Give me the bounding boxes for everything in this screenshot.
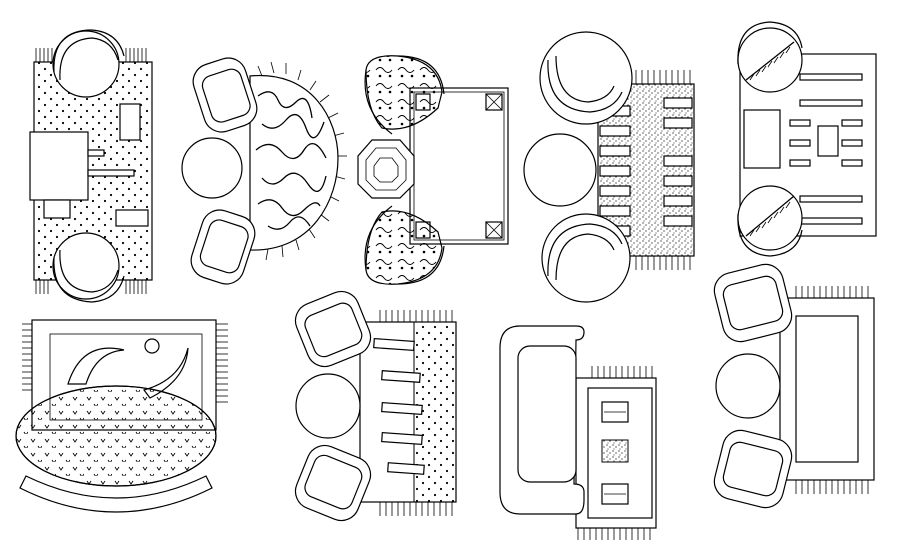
rug-fringe (379, 310, 453, 516)
framed-rug-outer (779, 297, 875, 481)
block-desk-two-chairs (29, 29, 153, 303)
block-three-seats-framed-rug (713, 263, 875, 509)
semicircle-rug (249, 74, 339, 251)
octagon-table (357, 139, 415, 199)
round-chair-bottom (541, 213, 631, 303)
block-three-seats-half-round-rug (181, 57, 347, 285)
block-two-chairs-striped-rug (737, 21, 877, 257)
round-stool (523, 133, 597, 207)
cable-bar (87, 149, 105, 157)
block-armchairs-octagon-table (357, 55, 509, 285)
rug-fringe (577, 366, 653, 540)
desk-chair-pad (43, 199, 71, 219)
coffee-table-items (601, 401, 629, 505)
round-chair-top (539, 31, 633, 125)
desk (29, 131, 89, 201)
block-three-seats-bar-rug (294, 290, 457, 522)
round-stool (295, 373, 361, 439)
oval-dotted-table (15, 385, 217, 487)
rug-fringe (22, 323, 228, 403)
armchair-top (713, 263, 793, 343)
block-oval-table-framed-rug (15, 319, 228, 513)
chair-bottom-stitched (737, 185, 803, 257)
framed-rug-inner (795, 315, 859, 463)
side-table (743, 109, 781, 169)
armchair-top-patterned (364, 55, 445, 135)
rug-fringe (35, 48, 147, 294)
rug-squiggle-pattern (255, 91, 327, 230)
cable-bar (87, 169, 135, 177)
armchair-bottom (294, 444, 372, 522)
block-sofa-coffee-table (499, 325, 657, 540)
rug-bar-pattern (789, 73, 863, 225)
round-stool (181, 137, 243, 199)
armchair-top (294, 290, 372, 368)
chair-top-stitched (737, 21, 803, 93)
coffee-table (587, 387, 653, 519)
rug-bars (373, 337, 425, 475)
sofa (499, 325, 585, 515)
rug-fringe-arc (257, 61, 347, 261)
oval-table-outline (15, 385, 217, 487)
chair-bottom (52, 232, 125, 303)
bench-seat (19, 475, 213, 513)
armchair-bottom (190, 209, 256, 285)
block-three-chairs-striped-rug (523, 31, 695, 303)
keyboard (115, 209, 149, 227)
armchair-bottom (713, 429, 793, 509)
armchair-top (192, 57, 258, 133)
rug-fringe (635, 70, 691, 270)
rug-fringe (795, 286, 869, 494)
round-stool (715, 353, 781, 419)
armchair-bottom-patterned (364, 205, 445, 285)
monitor (119, 103, 141, 141)
chair-top (52, 29, 125, 98)
